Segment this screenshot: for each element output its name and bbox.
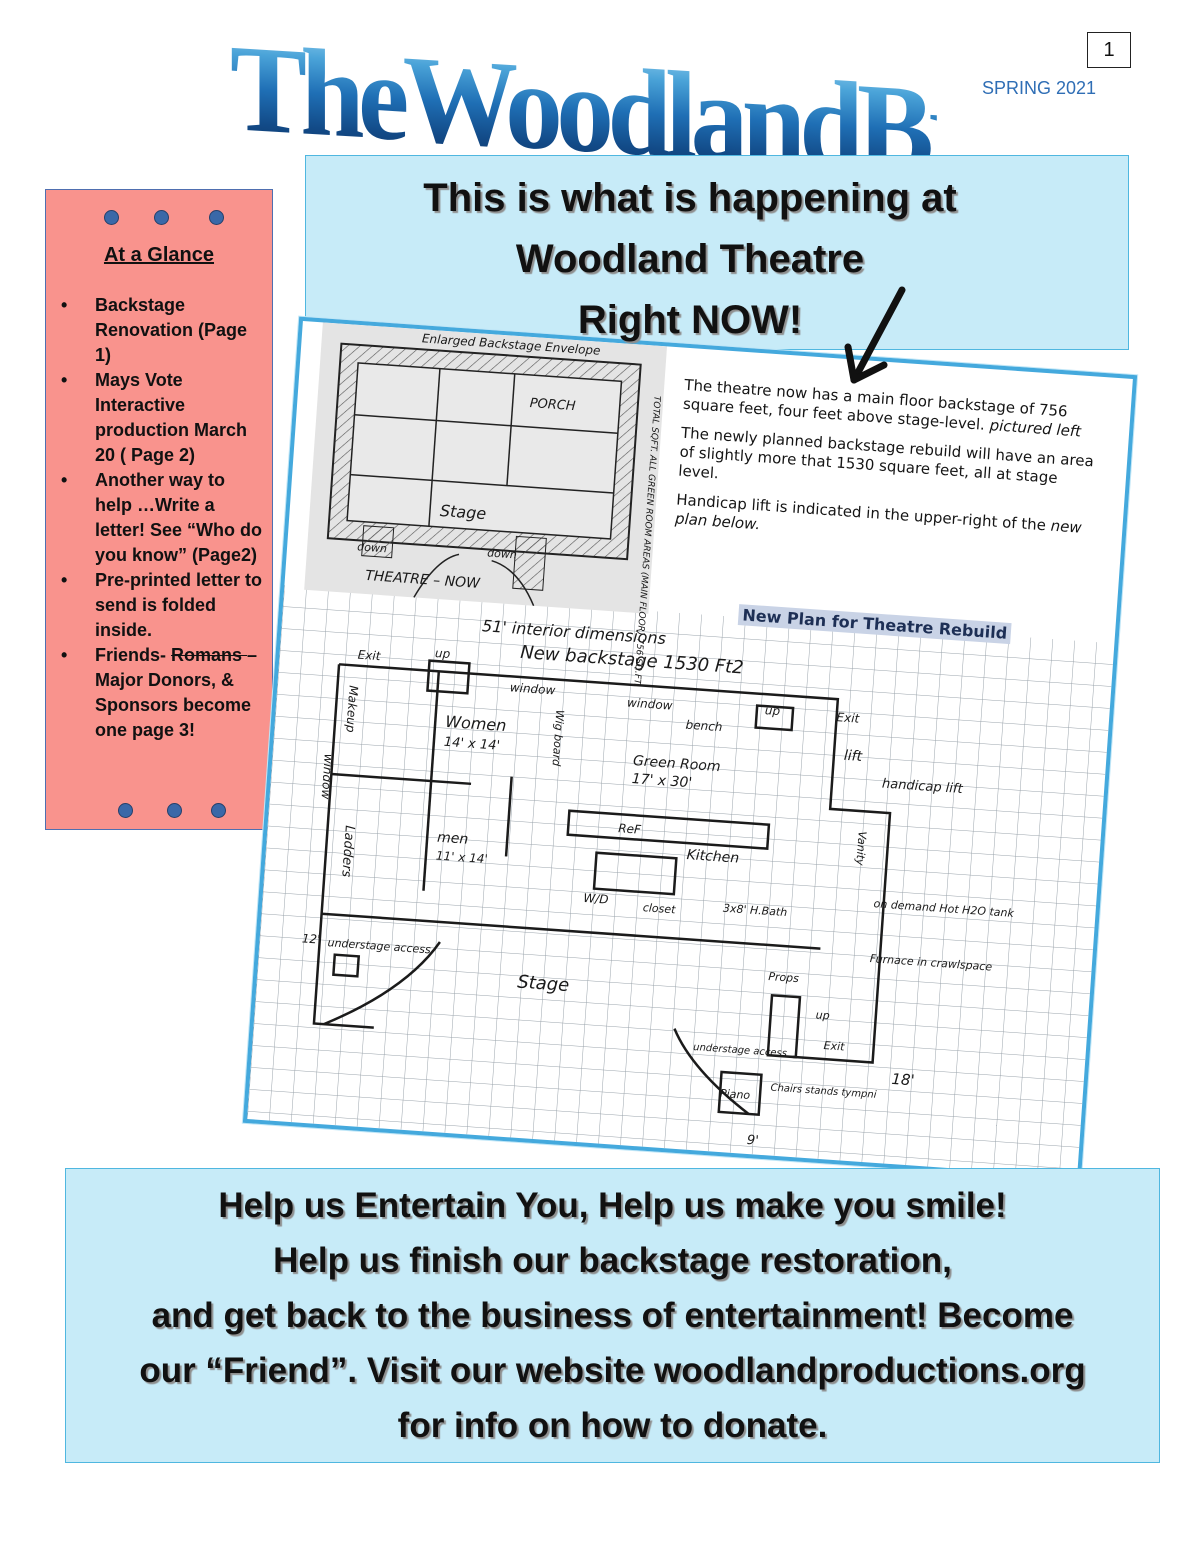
up-label: up <box>435 646 452 661</box>
list-item: Mays Vote Interactive production March 2… <box>61 368 265 468</box>
handicap-lift-label: handicap lift <box>882 776 964 797</box>
headline-line: Woodland Theatre <box>515 237 865 281</box>
struck-text: Romans <box>171 645 248 665</box>
headline-line: Right NOW! <box>577 298 803 342</box>
women-size-label: 14' x 14' <box>443 735 500 754</box>
piano-label: Piano <box>720 1087 751 1102</box>
old-stage-label: Stage <box>439 501 487 523</box>
wig-board-label: Wig board <box>549 709 566 767</box>
grid-paper <box>247 585 1115 1178</box>
caption-italic: pictured left <box>989 416 1082 441</box>
porch-label: PORCH <box>529 396 576 414</box>
stage-label: Stage <box>517 972 570 997</box>
men-size-label: 11' x 14' <box>435 849 488 867</box>
bench-label: bench <box>685 718 723 735</box>
closet-label: closet <box>642 901 676 916</box>
exit-label: Exit <box>357 648 382 664</box>
down-label: down <box>487 546 518 561</box>
appeal-box <box>65 1168 1160 1463</box>
list-item: Another way to help …Write a letter! See… <box>61 468 265 568</box>
ref-label: ReF <box>618 821 643 837</box>
arrow-down-left-icon <box>844 286 906 384</box>
kitchen-label: Kitchen <box>686 847 740 867</box>
headline: This is what is happening at Woodland Th… <box>305 168 1075 351</box>
lift-label: lift <box>843 748 863 765</box>
green-room-size-label: 17' x 30' <box>631 771 692 791</box>
plan-caption: The theatre now has a main floor backsta… <box>674 376 1104 568</box>
ladders-label: Ladders <box>338 825 357 878</box>
dot-icon <box>104 210 119 225</box>
dot-icon <box>118 803 133 818</box>
green-room-label: Green Room <box>632 753 721 775</box>
bath-label: 3x8' H.Bath <box>723 902 788 919</box>
women-label: Women <box>445 712 507 735</box>
wd-label: W/D <box>583 891 609 907</box>
window-label: window <box>627 696 674 713</box>
dot-icon <box>167 803 182 818</box>
dot-divider <box>46 210 272 228</box>
sidebar-list: Backstage Renovation (Page 1) Mays Vote … <box>61 293 265 743</box>
old-backstage-sketch: Enlarged Backstage Envelope PORCH Stage … <box>304 322 668 687</box>
item-text: Friends- <box>95 645 172 665</box>
window-label: window <box>319 753 336 800</box>
page-number: 1 <box>1087 32 1131 68</box>
dot-icon <box>154 210 169 225</box>
men-label: men <box>437 830 469 848</box>
dimension-label: 12' <box>301 931 321 946</box>
props-label: Props <box>768 970 800 985</box>
list-item: Pre-printed letter to send is folded ins… <box>61 568 265 643</box>
dimension-label: 9' <box>746 1133 759 1149</box>
up-label: up <box>764 703 781 718</box>
list-item: Backstage Renovation (Page 1) <box>61 293 265 368</box>
headline-line: This is what is happening at <box>423 176 957 220</box>
appeal-line: our “Friend”. Visit our website woodland… <box>139 1351 1086 1390</box>
up-label: up <box>815 1008 830 1022</box>
exit-label: Exit <box>836 710 861 726</box>
appeal-line: Help us finish our backstage restoration… <box>273 1241 952 1280</box>
appeal-line: and get back to the business of entertai… <box>151 1296 1074 1335</box>
makeup-label: Makeup <box>343 685 360 734</box>
list-item: Friends- Romans – Major Donors, & Sponso… <box>61 643 265 743</box>
appeal-line: for info on how to donate. <box>397 1406 828 1445</box>
window-label: window <box>509 680 556 697</box>
new-plan-outline <box>312 659 892 1117</box>
at-a-glance-sidebar: At a Glance Backstage Renovation (Page 1… <box>45 189 273 830</box>
issue-date: SPRING 2021 <box>982 78 1097 98</box>
dot-icon <box>211 803 226 818</box>
floor-plan-image: Enlarged Backstage Envelope PORCH Stage … <box>242 316 1138 1182</box>
item-text: – Major Donors, & Sponsors become one pa… <box>95 645 258 740</box>
headline-box <box>305 155 1129 350</box>
floor-plan-drawing: Enlarged Backstage Envelope PORCH Stage … <box>247 322 1115 1178</box>
dimension-label: 18' <box>891 1070 915 1090</box>
dot-divider <box>46 803 272 821</box>
dot-icon <box>209 210 224 225</box>
appeal-text: Help us Entertain You, Help us make you … <box>65 1178 1160 1453</box>
exit-label: Exit <box>823 1039 845 1053</box>
sidebar-title: At a Glance <box>103 244 215 266</box>
appeal-line: Help us Entertain You, Help us make you … <box>218 1186 1007 1225</box>
down-label: down <box>357 540 388 555</box>
vanity-label: Vanity <box>853 831 868 867</box>
